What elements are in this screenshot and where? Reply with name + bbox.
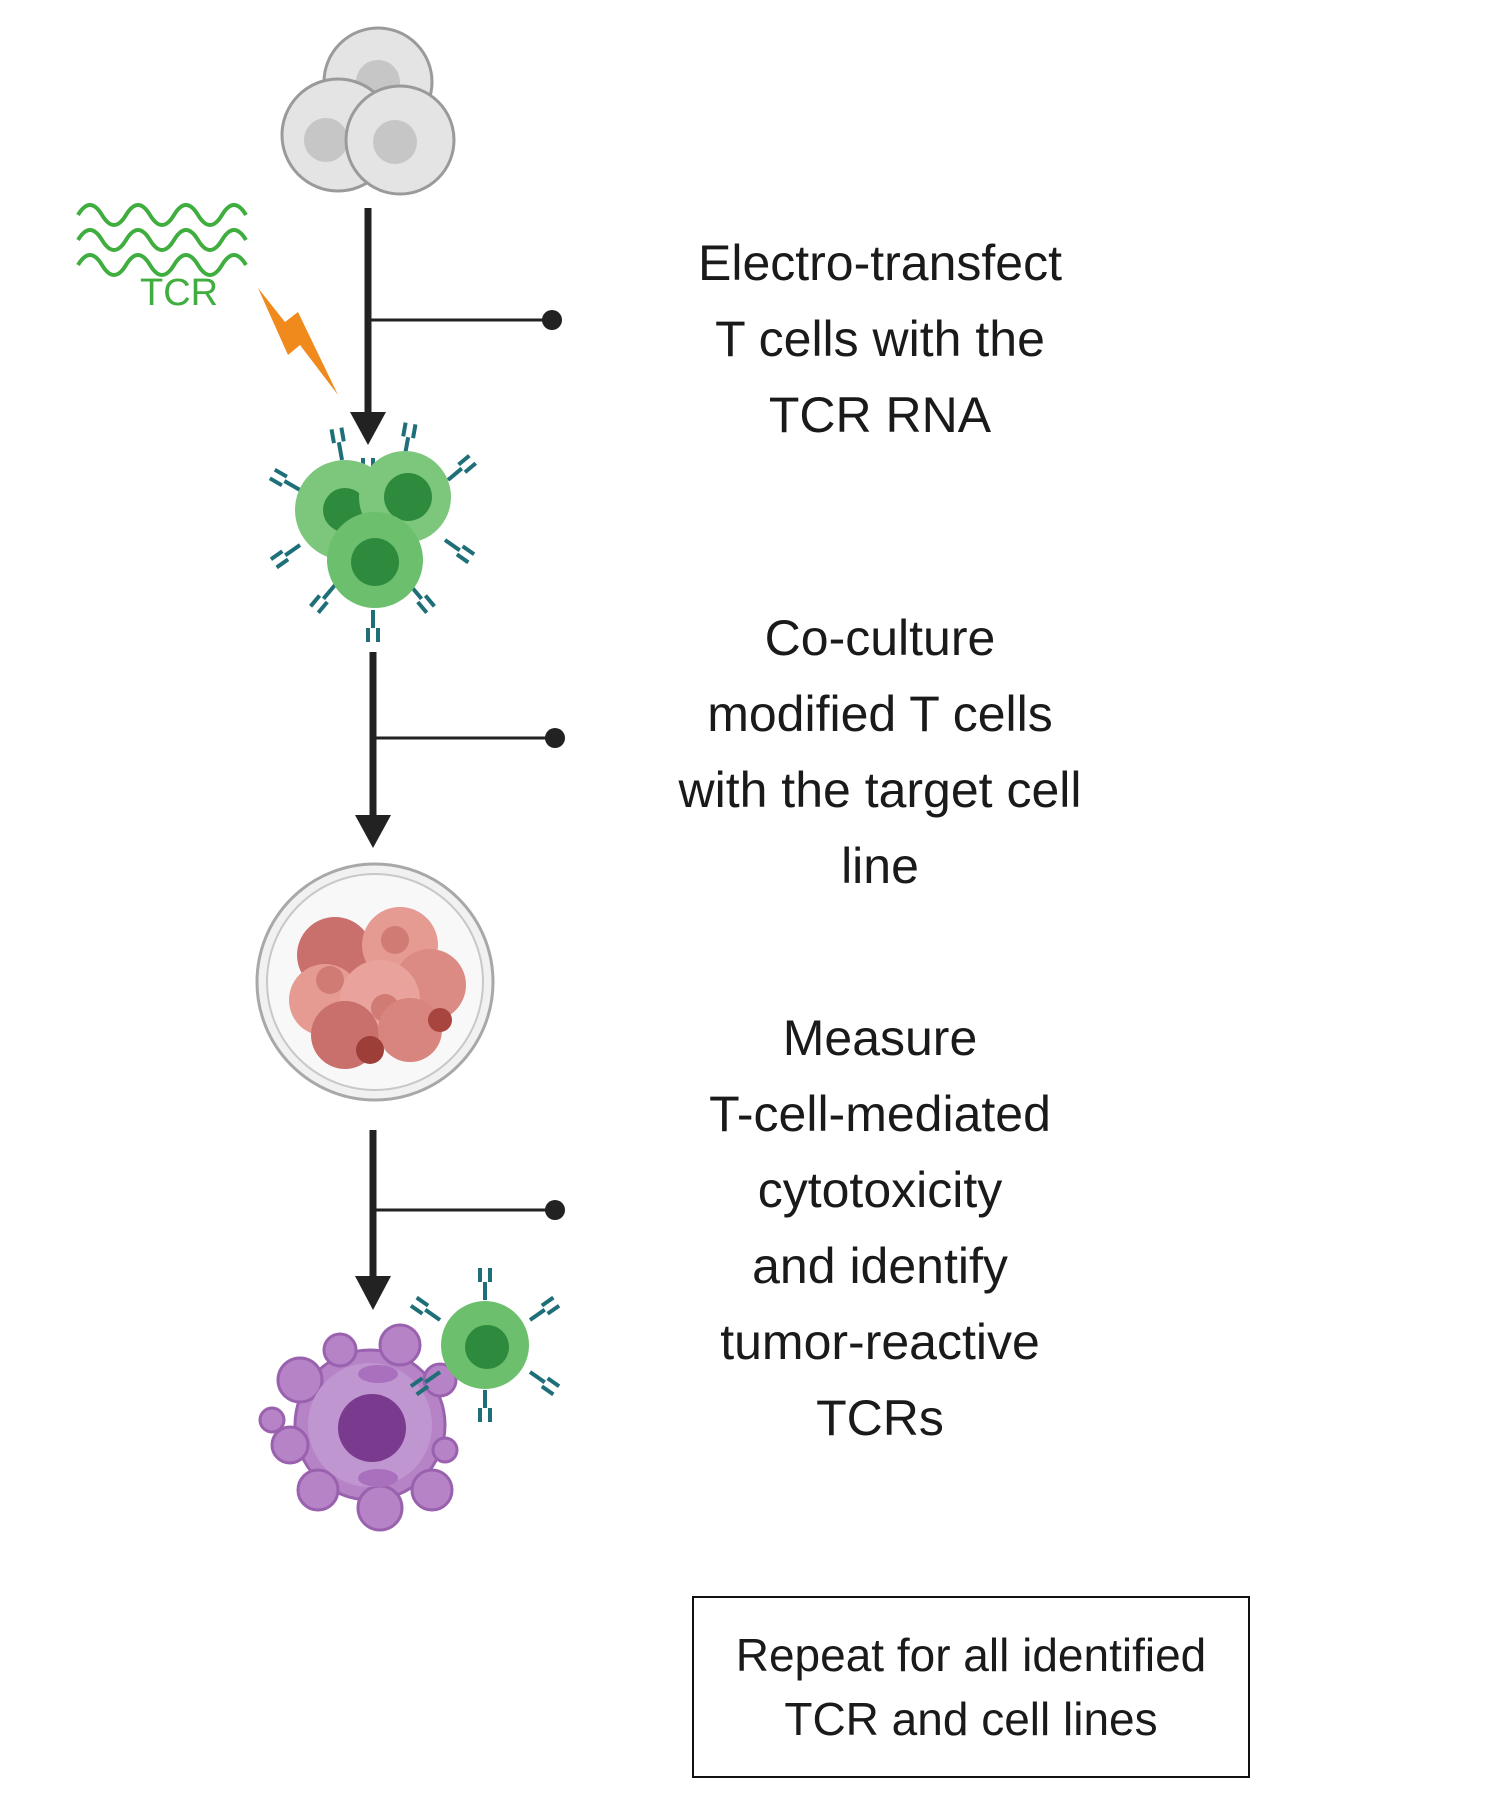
- petri-dish-tumor-cells-icon: [255, 862, 495, 1102]
- repeat-note-line-2: TCR and cell lines: [784, 1693, 1158, 1745]
- resting-t-cells-icon: [280, 26, 456, 196]
- attacking-t-cell-icon: [408, 1266, 562, 1424]
- step-1-text: Electro-transfect T cells with the TCR R…: [697, 235, 1062, 443]
- arrow-step-3: [355, 1130, 565, 1310]
- modified-t-cells-icon: [267, 420, 478, 644]
- repeat-note-box: Repeat for all identified TCR and cell l…: [692, 1596, 1250, 1778]
- arrow-step-1: [350, 208, 562, 445]
- tcr-rna-icon: [76, 203, 248, 277]
- tcr-label: TCR: [140, 272, 219, 314]
- step-2-text: Co-culture modified T cells with the tar…: [678, 610, 1082, 894]
- target-cell-icon: [258, 1323, 459, 1532]
- repeat-note-line-1: Repeat for all identified: [735, 1629, 1207, 1681]
- lightning-icon: [258, 288, 338, 395]
- step-3-text: Measure T-cell-mediated cytotoxicity and…: [709, 1010, 1051, 1446]
- arrow-step-2: [355, 652, 565, 848]
